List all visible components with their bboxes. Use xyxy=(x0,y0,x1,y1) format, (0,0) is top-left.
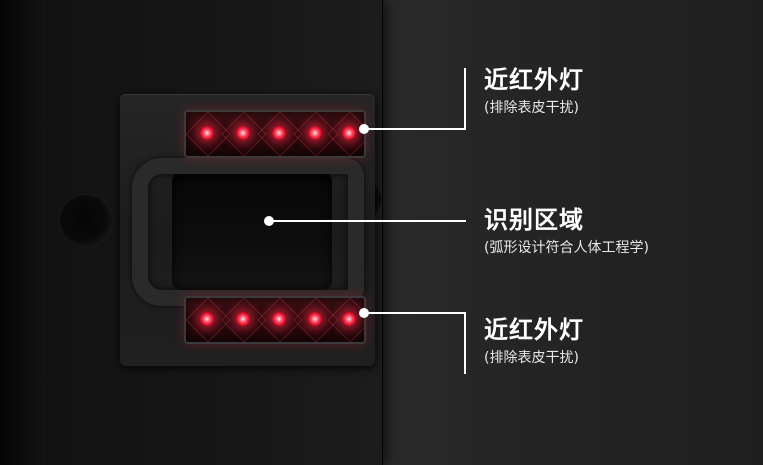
nir-led xyxy=(272,312,286,326)
nir-led xyxy=(308,312,322,326)
curved-handle xyxy=(132,158,364,306)
callout-title: 近红外灯 xyxy=(484,66,584,94)
recognition-cavity xyxy=(172,172,332,290)
callout-bracket-bottom-led xyxy=(464,312,466,374)
callout-subtitle: (排除表皮干扰) xyxy=(484,100,579,116)
nir-led xyxy=(342,126,356,140)
left-mounting-hole xyxy=(60,195,112,247)
callout-title: 识别区域 xyxy=(484,206,584,234)
callout-title: 近红外灯 xyxy=(484,316,584,344)
callout-subtitle: (弧形设计符合人体工程学) xyxy=(484,240,649,256)
nir-led xyxy=(200,312,214,326)
nir-led xyxy=(308,126,322,140)
panel-edge xyxy=(0,0,46,465)
nir-led xyxy=(236,312,250,326)
callout-line-bottom-led xyxy=(364,312,465,314)
nir-led xyxy=(272,126,286,140)
top-nir-led-strip xyxy=(184,110,366,158)
callout-label-top-led: 近红外灯 (排除表皮干扰) xyxy=(484,66,584,118)
nir-led xyxy=(236,126,250,140)
bottom-nir-led-strip xyxy=(184,296,366,344)
nir-led xyxy=(342,312,356,326)
nir-led xyxy=(200,126,214,140)
callout-bracket-top-led xyxy=(464,68,466,130)
callout-line-top-led xyxy=(364,128,465,130)
background xyxy=(380,0,763,465)
callout-subtitle: (排除表皮干扰) xyxy=(484,350,579,366)
callout-label-bottom-led: 近红外灯 (排除表皮干扰) xyxy=(484,316,584,368)
callout-line-recognition-area xyxy=(269,220,466,222)
callout-label-recognition-area: 识别区域 (弧形设计符合人体工程学) xyxy=(484,206,649,258)
